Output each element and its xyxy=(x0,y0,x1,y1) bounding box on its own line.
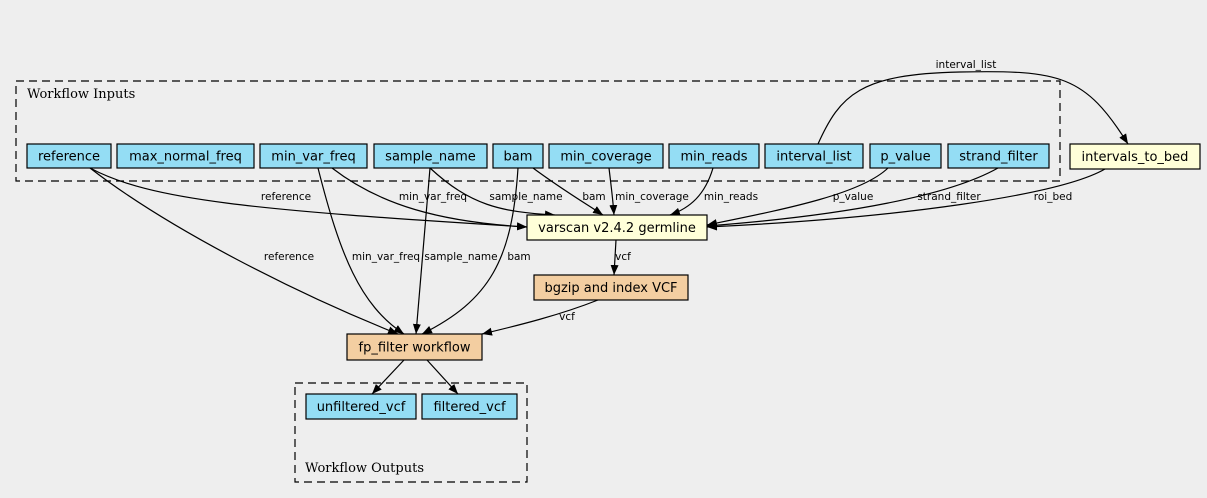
output-nodes: unfiltered_vcf filtered_vcf xyxy=(305,393,518,420)
edge-label-vcf-bgzip: vcf xyxy=(615,251,631,263)
edge-fp-filter-to-filtered-vcf xyxy=(426,359,459,395)
node-filtered-vcf-label: filtered_vcf xyxy=(433,400,506,415)
edge-label-sample-name-varscan: sample_name xyxy=(489,191,562,203)
edge-label-min-reads-varscan: min_reads xyxy=(704,191,758,203)
node-min-reads[interactable]: min_reads xyxy=(668,143,760,169)
edge-label-min-var-freq-fp: min_var_freq xyxy=(352,251,420,263)
node-interval-list[interactable]: interval_list xyxy=(764,143,864,169)
node-min-var-freq-label: min_var_freq xyxy=(271,150,355,165)
node-bam[interactable]: bam xyxy=(492,143,544,169)
node-min-coverage[interactable]: min_coverage xyxy=(548,143,664,169)
edge-label-roi-bed-varscan: roi_bed xyxy=(1034,191,1072,203)
edge-bam-to-fp-filter xyxy=(421,167,519,335)
edge-label-p-value-varscan: p_value xyxy=(833,191,874,203)
edges xyxy=(89,71,1129,395)
workflow-outputs-label: Workflow Outputs xyxy=(305,461,424,476)
edge-label-bam-fp: bam xyxy=(507,251,530,263)
edge-sample-name-to-fp-filter xyxy=(412,167,431,335)
edge-label-interval-list: interval_list xyxy=(936,59,997,71)
edge-label-min-var-freq-varscan: min_var_freq xyxy=(399,191,467,203)
edge-varscan-to-bgzip xyxy=(610,239,619,276)
node-p-value[interactable]: p_value xyxy=(869,143,942,169)
node-min-var-freq[interactable]: min_var_freq xyxy=(259,143,368,169)
edge-reference-to-varscan xyxy=(89,167,528,231)
edge-label-bam-varscan: bam xyxy=(582,191,605,203)
node-unfiltered-vcf-label: unfiltered_vcf xyxy=(317,400,406,415)
node-interval-list-label: interval_list xyxy=(776,150,851,165)
node-p-value-label: p_value xyxy=(880,150,930,165)
edge-reference-to-fp-filter xyxy=(89,167,399,335)
edge-intervals-to-bed-to-varscan xyxy=(706,168,1106,231)
workflow-outputs-cluster: Workflow Outputs xyxy=(294,382,528,483)
edge-min-coverage-to-varscan xyxy=(608,167,618,216)
node-max-normal-freq-label: max_normal_freq xyxy=(129,150,242,165)
node-strand-filter[interactable]: strand_filter xyxy=(947,143,1050,169)
edge-min-reads-to-varscan xyxy=(669,167,714,216)
node-fp-filter[interactable]: fp_filter workflow xyxy=(346,333,483,361)
node-varscan[interactable]: varscan v2.4.2 germline xyxy=(526,214,708,241)
workflow-inputs-cluster: Workflow Inputs xyxy=(15,80,1061,182)
edge-bgzip-to-fp-filter xyxy=(481,299,599,336)
node-bam-label: bam xyxy=(504,150,533,165)
node-sample-name-label: sample_name xyxy=(385,150,476,165)
edge-label-reference-varscan: reference xyxy=(261,191,311,203)
edge-label-strand-filter-varscan: strand_filter xyxy=(917,191,981,203)
node-min-reads-label: min_reads xyxy=(680,150,747,165)
node-intervals-to-bed[interactable]: intervals_to_bed xyxy=(1069,143,1201,170)
edge-interval-list-to-intervals-to-bed xyxy=(817,71,1129,145)
node-max-normal-freq[interactable]: max_normal_freq xyxy=(116,143,255,169)
input-nodes: reference max_normal_freq min_var_freq s… xyxy=(26,143,1050,169)
workflow-inputs-label: Workflow Inputs xyxy=(27,87,135,102)
node-intervals-to-bed-label: intervals_to_bed xyxy=(1082,150,1189,165)
edge-strand-filter-to-varscan xyxy=(706,167,999,230)
node-bgzip-label: bgzip and index VCF xyxy=(544,281,677,296)
edge-bam-to-varscan xyxy=(532,167,604,216)
edge-min-var-freq-to-varscan xyxy=(331,167,528,231)
node-reference-label: reference xyxy=(38,150,100,165)
node-min-coverage-label: min_coverage xyxy=(560,150,651,165)
node-bgzip[interactable]: bgzip and index VCF xyxy=(533,274,689,301)
edge-label-sample-name-fp: sample_name xyxy=(424,251,497,263)
node-unfiltered-vcf[interactable]: unfiltered_vcf xyxy=(305,393,417,420)
edge-p-value-to-varscan xyxy=(706,167,889,227)
node-reference[interactable]: reference xyxy=(26,143,112,169)
edge-label-vcf-fp: vcf xyxy=(559,311,575,323)
edge-sample-name-to-varscan xyxy=(429,167,556,219)
node-varscan-label: varscan v2.4.2 germline xyxy=(538,221,696,236)
node-strand-filter-label: strand_filter xyxy=(959,150,1038,165)
edge-label-reference-fp: reference xyxy=(264,251,314,263)
edge-fp-filter-to-unfiltered-vcf xyxy=(371,359,405,395)
node-fp-filter-label: fp_filter workflow xyxy=(359,341,471,356)
node-filtered-vcf[interactable]: filtered_vcf xyxy=(421,393,518,420)
edge-label-min-coverage-varscan: min_coverage xyxy=(615,191,689,203)
edge-labels: interval_list reference min_var_freq sam… xyxy=(261,59,1072,323)
edge-min-var-freq-to-fp-filter xyxy=(317,167,405,335)
node-sample-name[interactable]: sample_name xyxy=(373,143,488,169)
